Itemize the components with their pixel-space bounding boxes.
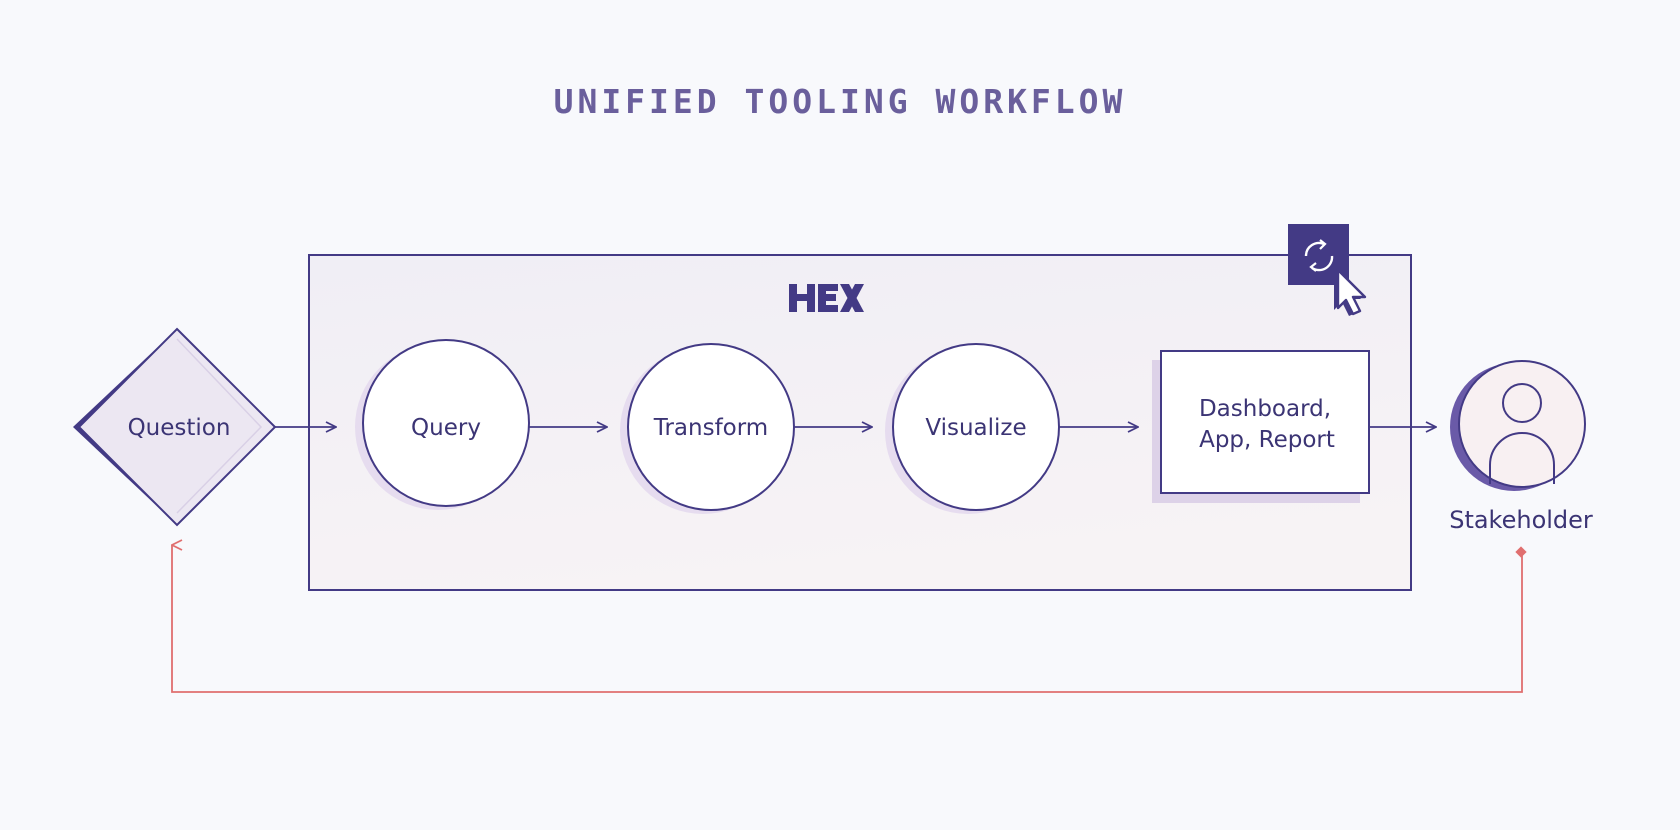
visualize-label: Visualize: [925, 415, 1026, 441]
cursor-arrow-icon: [1334, 268, 1367, 316]
refresh-icon: [1304, 239, 1334, 272]
transform-node: Transform: [620, 343, 795, 514]
visualize-node: Visualize: [885, 343, 1060, 514]
person-icon: [1489, 383, 1555, 484]
feedback-loop: [172, 545, 1527, 693]
stakeholder-node: Stakeholder: [1449, 360, 1593, 534]
output-node: Dashboard, App, Report: [1152, 350, 1370, 503]
output-label-line1: Dashboard,: [1199, 396, 1331, 422]
transform-label: Transform: [653, 415, 768, 441]
hex-logo: [789, 284, 864, 312]
stakeholder-label: Stakeholder: [1449, 506, 1593, 534]
output-label-line2: App, Report: [1199, 427, 1335, 453]
question-label: Question: [128, 415, 231, 441]
page-title: UNIFIED TOOLING WORKFLOW: [553, 82, 1127, 121]
question-node: Question: [73, 327, 277, 527]
query-node: Query: [355, 339, 530, 510]
query-label: Query: [411, 415, 481, 441]
